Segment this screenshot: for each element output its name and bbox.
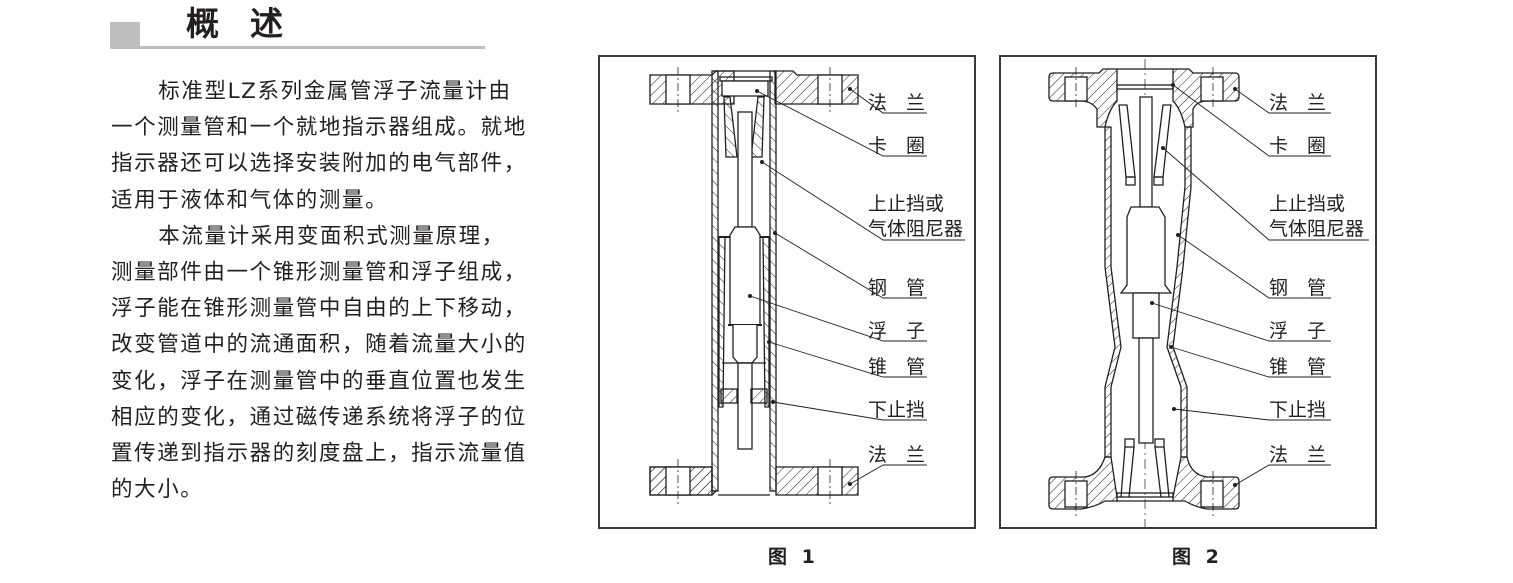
label-cone-tube: 锥 管 [868, 356, 925, 378]
label-float: 浮 子 [868, 320, 925, 342]
text-line: 变化，浮子在测量管中的垂直位置也发生 [111, 368, 527, 394]
upper-stop [1118, 96, 1172, 208]
text-line: 的大小。 [111, 477, 204, 503]
label-steel-tube: 钢 管 [1269, 277, 1326, 299]
heading-underline [110, 46, 485, 49]
text-line: 置传递到指示器的刻度盘上，指示流量值 [111, 441, 527, 467]
figure-1-drawing: 法 兰 卡 圈 上止挡或 气体阻尼器 钢 管 浮 子 锥 管 下止挡 法 兰 [649, 67, 965, 505]
leader-lines [749, 88, 965, 485]
bottom-flange [1048, 456, 1240, 517]
text-line: 改变管道中的流通面积，随着流量大小的 [111, 332, 527, 358]
figure-1-caption: 图 1 [768, 546, 819, 568]
label-flange-top: 法 兰 [1269, 92, 1326, 114]
label-flange-bottom: 法 兰 [868, 444, 925, 466]
cone-tube [718, 236, 770, 408]
text-line: 标准型LZ系列金属管浮子流量计由 [158, 79, 512, 104]
text-line: 指示器还可以选择安装附加的电气部件， [111, 151, 527, 177]
lower-stop [1120, 438, 1170, 498]
float [722, 226, 766, 450]
upper-stop [723, 96, 765, 228]
text-line: 一个测量管和一个就地指示器组成。就地 [111, 115, 527, 141]
text-line: 浮子能在锥形测量管中自由的上下移动， [111, 296, 527, 322]
top-flange [1048, 67, 1240, 128]
bottom-flange [649, 459, 859, 505]
label-upper-stop-2: 气体阻尼器 [1269, 218, 1364, 240]
heading-accent-block [110, 22, 140, 46]
label-steel-tube: 钢 管 [868, 277, 925, 299]
label-cone-tube: 锥 管 [1269, 356, 1326, 378]
figure-2-drawing: 法 兰 卡 圈 上止挡或 气体阻尼器 钢 管 浮 子 锥 管 下止挡 法 兰 [1048, 59, 1369, 527]
label-upper-stop-2: 气体阻尼器 [868, 218, 963, 240]
text-line: 本流量计采用变面积式测量原理， [158, 223, 505, 249]
figure-2-frame: 法 兰 卡 圈 上止挡或 气体阻尼器 钢 管 浮 子 锥 管 下止挡 法 兰 [999, 55, 1377, 529]
label-lower-stop: 下止挡 [868, 399, 925, 421]
lower-stop [720, 388, 768, 404]
label-flange-bottom: 法 兰 [1269, 444, 1326, 466]
float [1119, 206, 1173, 444]
text-line: 相应的变化，通过磁传递系统将浮子的位 [111, 404, 527, 430]
body-text: 标准型LZ系列金属管浮子流量计由 一个测量管和一个就地指示器组成。就地 指示器还… [111, 74, 586, 508]
label-snap-ring: 卡 圈 [868, 135, 925, 157]
text-line: 测量部件由一个锥形测量管和浮子组成， [111, 260, 527, 286]
label-upper-stop-1: 上止挡或 [868, 193, 944, 215]
label-flange-top: 法 兰 [868, 92, 925, 114]
label-upper-stop-1: 上止挡或 [1269, 193, 1345, 215]
label-lower-stop: 下止挡 [1269, 399, 1326, 421]
label-snap-ring: 卡 圈 [1269, 135, 1326, 157]
figure-2-caption: 图 2 [1172, 546, 1223, 568]
section-title: 概述 [186, 4, 314, 43]
label-float: 浮 子 [1269, 320, 1326, 342]
text-line: 适用于液体和气体的测量。 [111, 187, 389, 213]
figure-1-frame: 法 兰 卡 圈 上止挡或 气体阻尼器 钢 管 浮 子 锥 管 下止挡 法 兰 [598, 55, 976, 529]
leader-lines [1151, 84, 1369, 486]
